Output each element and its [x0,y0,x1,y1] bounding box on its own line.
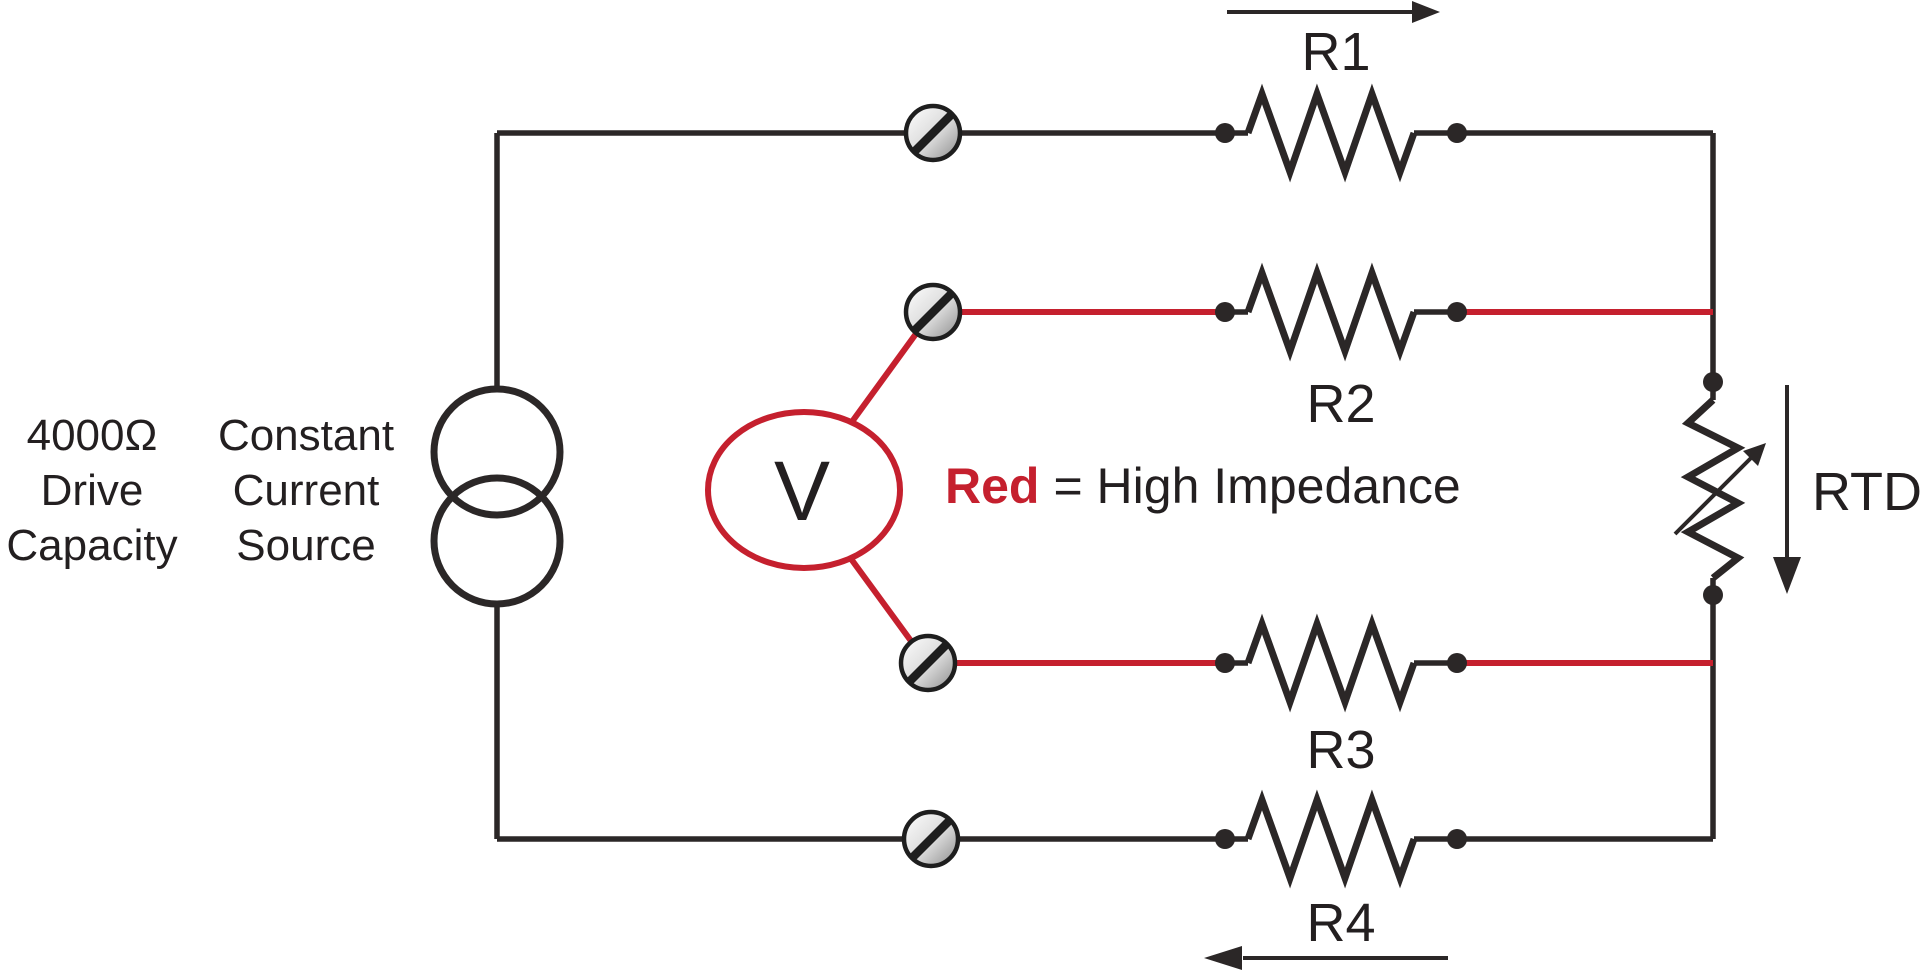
drive-capacity-line2: Drive [41,466,144,515]
r3-branch: R3 [928,613,1713,780]
rtd-current-arrow-icon [1773,385,1801,594]
junction-dot [1215,829,1235,849]
voltmeter-lead-lower [843,550,925,658]
screw-terminal-icon [901,636,955,690]
r2-branch: R2 [933,262,1713,434]
resistor-r4-label: R4 [1306,893,1375,953]
drive-capacity-label: 4000Ω Drive Capacity [6,411,177,570]
junction-dot [1447,829,1467,849]
current-arrow-left-icon [1204,946,1448,970]
screw-terminal-icon [906,285,960,339]
voltmeter-label: V [774,444,830,538]
screw-terminal-icon [904,812,958,866]
drive-capacity-line3: Capacity [6,521,177,570]
current-source-circle-top [430,385,564,519]
legend-red-word: Red [945,458,1039,514]
legend-high-impedance: Red= High Impedance [945,458,1461,514]
current-arrow-right-icon [1227,1,1440,23]
junction-dot [1447,302,1467,322]
junction-dot [1215,123,1235,143]
resistor-r2-label: R2 [1306,374,1375,434]
rtd-resistor-symbol [1680,397,1746,581]
voltmeter: V [705,318,929,658]
current-source-line1: Constant [218,411,394,460]
current-source-line2: Current [233,466,380,515]
junction-dot [1703,585,1723,605]
r4-branch: R4 [1204,789,1467,970]
junction-dot [1703,372,1723,392]
junction-dot [1447,123,1467,143]
voltmeter-symbol [705,409,903,571]
variable-resistor-arrow-icon [1673,443,1766,536]
junction-dot [1215,653,1235,673]
resistor-r1-symbol [1244,83,1418,183]
r1-branch: R1 [1215,1,1467,183]
resistor-r1-label: R1 [1301,22,1370,82]
junction-dot [1447,653,1467,673]
constant-current-source-symbol [430,385,564,608]
current-source-circle-bottom [430,474,564,608]
rtd-label: RTD [1812,462,1920,522]
drive-capacity-line1: 4000Ω [27,411,158,460]
screw-terminal-icon [906,106,960,160]
resistor-r3-symbol [1244,613,1418,713]
legend-equals-text: = High Impedance [1053,458,1460,514]
resistor-r3-label: R3 [1306,720,1375,780]
rtd-sensor: RTD [1673,372,1920,605]
current-source-line3: Source [236,521,375,570]
resistor-r2-symbol [1244,262,1418,362]
resistor-r4-symbol [1244,789,1418,889]
voltmeter-lead-upper [843,318,929,432]
current-source-label: Constant Current Source [218,411,394,570]
junction-dot [1215,302,1235,322]
